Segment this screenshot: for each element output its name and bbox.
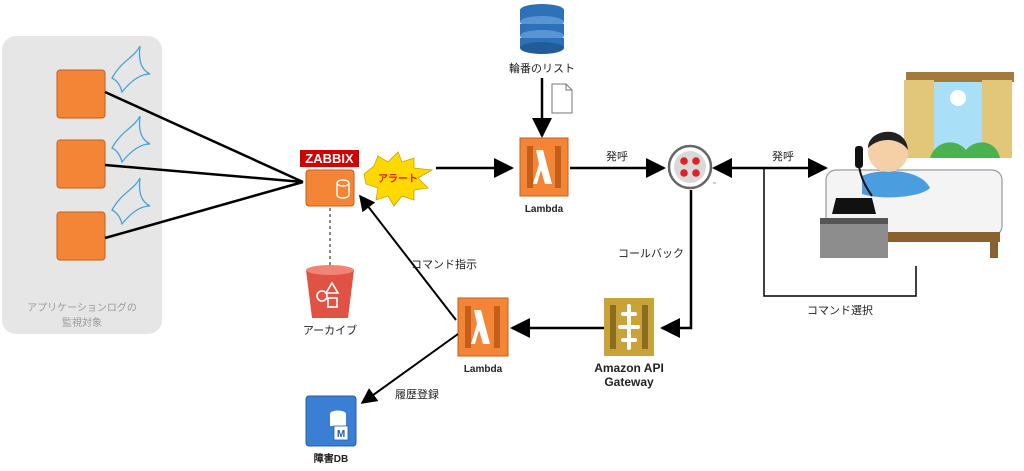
dynamodb-base <box>520 42 564 54</box>
person-head <box>868 132 908 172</box>
person-hair <box>868 131 908 150</box>
twilio-trademark: ™ <box>712 182 717 188</box>
rds-db-body <box>330 414 346 426</box>
s3-shape-circle <box>316 290 328 302</box>
lambda-bar-right <box>555 146 561 188</box>
edge-twilio-apigw <box>660 190 693 338</box>
api-gateway-symbol <box>618 304 640 350</box>
twilio-service: ™ <box>667 144 717 190</box>
api-gateway-bar-right <box>642 305 648 349</box>
s3-shape-triangle <box>324 281 340 294</box>
zabbix-server: ZABBIX <box>300 150 359 207</box>
api-gateway-label-line2: Gateway <box>604 375 654 389</box>
history-registration-label: 履歴登録 <box>395 387 439 401</box>
edge-server3-zabbix <box>104 180 304 240</box>
lambda-top: Lambda <box>519 137 569 215</box>
twilio-dot-2 <box>692 157 700 165</box>
window-top-rail <box>906 72 1014 82</box>
edge-call-1-label: 発呼 <box>606 149 628 163</box>
document-icon <box>551 83 573 114</box>
incident-db: M 障害DB <box>305 395 357 465</box>
rotation-list-db: 輪番のリスト <box>509 4 575 75</box>
zabbix-logo <box>300 150 359 167</box>
user-illustration <box>820 72 1014 258</box>
curtain-left <box>904 80 934 158</box>
archive-label: アーカイブ <box>303 323 357 337</box>
nightstand <box>820 218 888 258</box>
archive-bucket: アーカイブ <box>303 265 357 337</box>
s3-bucket-rim <box>306 265 354 275</box>
edge-server1-zabbix <box>104 90 304 184</box>
command-instruction-label: コマンド指示 <box>411 257 477 271</box>
trees <box>930 142 1000 158</box>
server-to-zabbix-lines <box>104 90 304 240</box>
bed-frame <box>820 232 1000 242</box>
twilio-disc <box>674 151 706 183</box>
s3-shape-square <box>327 297 338 308</box>
api-gateway-label-line1: Amazon API <box>594 361 664 375</box>
lambda-symbol <box>533 150 552 184</box>
api-gateway: Amazon API Gateway <box>594 298 664 389</box>
lambda-bottom: Lambda <box>457 297 509 375</box>
bird-icon <box>111 115 151 164</box>
sun-icon <box>950 90 966 106</box>
zabbix-logo-text: ZABBIX <box>305 151 354 166</box>
twilio-dot-1 <box>680 157 688 165</box>
twilio-dot-3 <box>680 169 688 177</box>
person-body <box>862 171 930 198</box>
rds-letter: M <box>337 429 345 440</box>
s3-bucket-icon <box>306 270 354 318</box>
edge-call-2-label: 発呼 <box>772 149 794 163</box>
bird-icon <box>111 177 151 226</box>
lambda-bottom-label: Lambda <box>464 364 503 375</box>
alert-burst: アラート <box>363 151 434 207</box>
command-selection-label: コマンド選択 <box>807 303 873 317</box>
server-instance-1 <box>56 45 151 119</box>
server-icon <box>56 211 106 261</box>
group-label-line2: 監視対象 <box>62 316 102 329</box>
edge-command-selection <box>763 168 917 297</box>
twilio-dot-4 <box>692 169 700 177</box>
api-gateway-bar-left <box>610 305 616 349</box>
document-page <box>551 83 573 114</box>
incident-db-label: 障害DB <box>314 452 348 465</box>
server-icon <box>56 139 106 189</box>
server-instance-2 <box>56 115 151 189</box>
phone-handset-icon <box>855 146 863 168</box>
alert-star-icon <box>363 151 434 207</box>
nightstand-top <box>820 218 888 224</box>
monitored-servers-group: アプリケーションログの 監視対象 <box>2 36 162 334</box>
lambda-bar-right <box>494 306 500 348</box>
lambda-symbol <box>471 310 490 344</box>
lambda-bar-left <box>465 306 471 348</box>
database-icon-body <box>336 183 350 199</box>
edge-server2-zabbix <box>104 163 304 184</box>
callback-label: コールバック <box>618 247 684 260</box>
document-fold <box>565 84 572 91</box>
edge-lambda-zabbix <box>359 194 457 321</box>
edge-lambda-db <box>360 333 459 404</box>
lambda-bar-left <box>527 146 533 188</box>
telephone-icon <box>832 198 876 214</box>
bed-leg-right <box>990 242 998 258</box>
server-icon <box>56 69 106 119</box>
lambda-top-label: Lambda <box>525 204 564 215</box>
bird-icon <box>111 45 151 94</box>
rds-badge <box>333 425 349 441</box>
rotation-list-label: 輪番のリスト <box>509 61 575 75</box>
group-label-line1: アプリケーションログの <box>27 301 137 314</box>
server-instance-3 <box>56 177 151 261</box>
zabbix-server-icon <box>305 169 355 207</box>
alert-label: アラート <box>378 173 418 185</box>
